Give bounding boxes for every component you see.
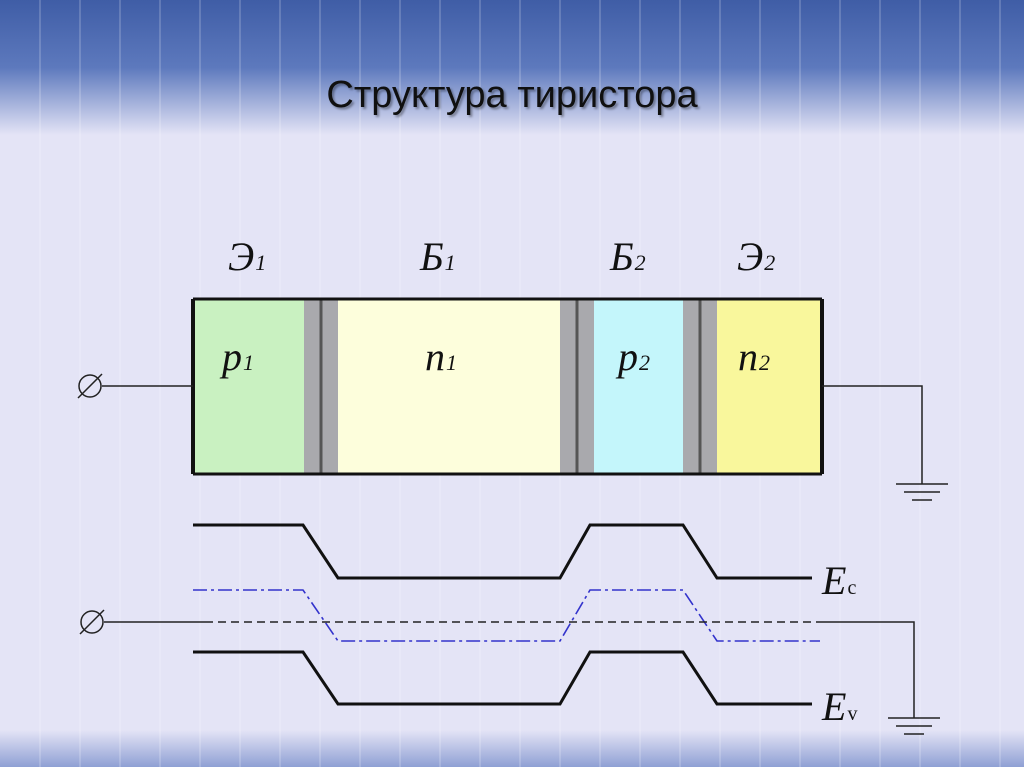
junction-j2: [560, 299, 594, 474]
conduction-band-label: Ec: [821, 558, 856, 603]
fermi-level-line: [193, 589, 820, 642]
ground-icon-bottom: [888, 717, 940, 735]
structure-circuit: [77, 373, 948, 501]
junction-j1: [304, 299, 338, 474]
zone-labels: Э1 Б1 Б2 Э2: [228, 234, 775, 279]
ground-icon-top: [896, 483, 948, 501]
type-label-n1: n1: [425, 334, 457, 379]
semiconductor-structure: p1 n1 p2 n2: [191, 297, 824, 476]
region-n2: [717, 299, 822, 474]
region-n1: [338, 299, 560, 474]
valence-band-label: Ev: [821, 684, 857, 729]
terminal-symbol-bottom: [80, 610, 104, 634]
type-label-n2: n2: [738, 334, 770, 379]
zone-label-e1: Э1: [228, 234, 266, 279]
zone-label-b1: Б1: [419, 234, 456, 279]
band-circuit: [79, 609, 940, 735]
slide-title: Структура тиристора: [326, 74, 698, 116]
zone-label-b2: Б2: [609, 234, 646, 279]
terminal-symbol-top: [78, 374, 102, 398]
region-p1: [193, 299, 304, 474]
type-label-p2: p2: [615, 334, 650, 379]
region-p2: [594, 299, 683, 474]
conduction-band-line: [193, 523, 812, 580]
band-diagram: Ec Ev: [79, 523, 940, 735]
type-label-p1: p1: [219, 334, 254, 379]
zone-label-e2: Э2: [737, 234, 775, 279]
valence-band-line: [193, 650, 812, 706]
junction-j3: [683, 299, 717, 474]
